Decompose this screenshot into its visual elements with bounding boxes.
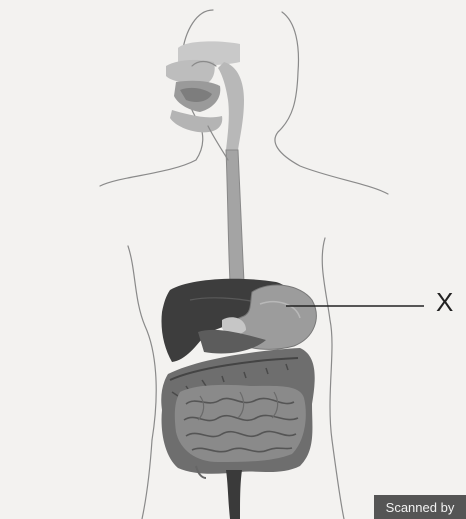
- small-intestine: [175, 385, 306, 462]
- head-structures: [166, 41, 244, 150]
- rectum: [196, 466, 242, 519]
- esophagus: [208, 126, 244, 282]
- scanner-watermark: Scanned by: [374, 495, 466, 519]
- label-x: X: [436, 289, 453, 315]
